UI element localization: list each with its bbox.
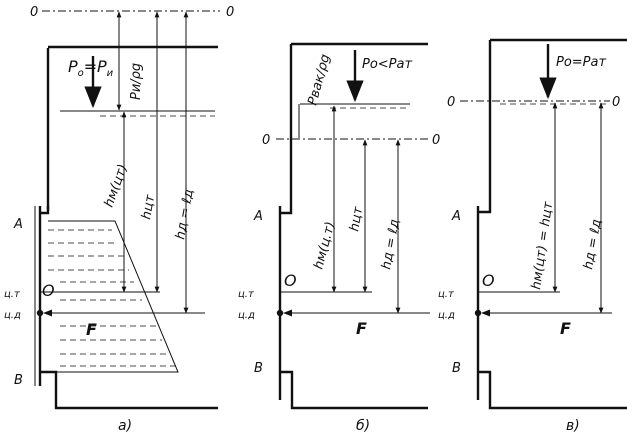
pi-label-a: Pи [97,57,114,79]
vac-label-b: Pвак/ρg [305,53,333,107]
label-B-c: B [452,361,461,376]
hd-label-a: hд = ℓд [173,188,197,241]
head-label-a: Pи/ρg [129,63,144,100]
p0-label-c: Po=Pат [556,55,606,70]
label-B-a: B [14,373,23,388]
caption-c: в) [566,418,580,434]
plate-top-b [280,205,293,215]
label-ct-a: ц.т [4,289,21,300]
label-A-c: A [451,209,461,224]
plane-c-right-label: 0 [612,95,620,110]
caption-b: б) [356,418,370,434]
label-F-b: F [356,319,367,338]
cd-point-b [276,309,284,317]
hm-label-c: hм(цт) = hцт [529,200,556,290]
label-cd-a: ц.д [4,310,21,321]
tank-bottom-c [478,370,627,410]
p0-label-a: Po= [68,57,97,79]
cd-point-c [474,309,482,317]
panel-c: 0 0 Po=Pат hм(цт) = hцт hд = ℓд A B ц.т … [438,38,627,434]
hct-label-a: hцт [139,193,158,220]
cd-point-a [36,309,44,317]
plane-a-right-label: 0 [226,5,234,20]
caption-a: а) [118,418,132,434]
label-F-c: F [560,319,571,338]
label-O-a: O [42,281,55,300]
hct-label-b: hцт [347,205,366,232]
label-ct-b: ц.т [238,289,255,300]
label-cd-b: ц.д [238,310,255,321]
hm-label-a: hм(цт) [102,162,131,209]
panel-a: 0 0 Po= Pи Pи/ρg hм(цт) hцт hд = ℓд [4,5,234,434]
p0-label-b: Po<Pат [362,57,412,72]
plane-b-right-label: 0 [432,133,440,148]
label-A-a: A [13,217,23,232]
hd-label-b: hд = ℓд [379,218,403,271]
plane-a-left-label: 0 [30,5,38,20]
plane-b-label: 0 [262,133,270,148]
label-O-c: O [482,271,495,290]
label-O-b: O [284,271,297,290]
label-ct-c: ц.т [438,289,455,300]
label-B-b: B [254,361,263,376]
plane-c-left-label: 0 [447,95,455,110]
label-cd-c: ц.д [438,310,455,321]
plate-top-c [478,206,492,214]
plate-top-a [40,206,50,215]
tank-bottom-b [280,370,428,410]
pressure-epure-a [40,220,179,373]
pressure-hatching-a [48,229,176,367]
label-F-a: F [86,320,97,339]
label-A-b: A [253,209,263,224]
tank-bottom-a [40,370,218,410]
panel-b: Po<Pат Pвак/ρg 0 0 hм(ц.т) hцт hд = ℓд A… [238,42,440,434]
